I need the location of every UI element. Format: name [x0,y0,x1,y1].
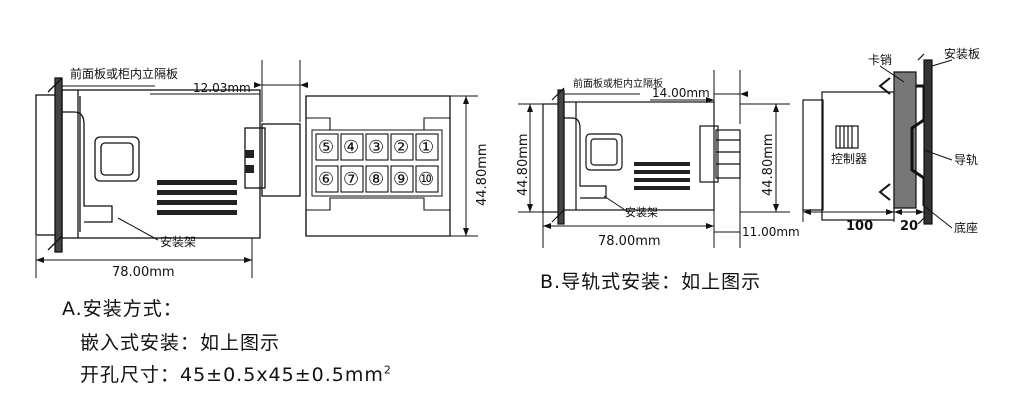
caption-a-cutout-text: 开孔尺寸：45±0.5x45±0.5mm [80,364,384,386]
bracket-clip-b [564,117,607,199]
panel-b-bracket-label: 安装架 [625,205,658,219]
rail-dim-20: 20 [900,219,918,234]
rail-rail-label: 导轨 [954,153,978,167]
terminal-10: ⑩ [418,169,434,190]
terminal-numbers-top: ⑤ ④ ③ ② ① [318,137,434,158]
panel-a-gap-dim-label: 12.03mm [193,81,251,95]
caption-a-embed: 嵌入式安装：如上图示 [80,332,281,354]
vent-slots [157,150,254,215]
panel-b-front-panel-label: 前面板或柜内立隔板 [573,77,663,90]
panel-b-arrowheads [527,91,779,229]
panel-wall [54,77,63,253]
panel-b-height-left-label: 44.80mm [516,133,531,196]
panel-a-height-dim-label: 44.80mm [475,143,490,206]
caption-a-cutout-sup: 2 [383,363,392,377]
rear-block-b [699,125,719,183]
rail-view [802,53,953,229]
controller-bezel [802,99,824,211]
panel-a-bracket-label: 安装架 [160,234,196,249]
rail-dim-100: 100 [846,219,873,234]
front-bezel [35,94,57,236]
panel-a-front-panel-label: 前面板或柜内立隔板 [70,66,178,81]
rail-controller-label: 控制器 [831,152,867,166]
terminal-grid [315,133,439,193]
terminal-1: ① [418,137,434,158]
housing-body-b [563,101,715,211]
rail-pin-label: 卡销 [868,53,892,67]
front-bezel-b [542,103,560,213]
connector-outer-b [585,133,623,171]
terminal-numbers-bottom: ⑥ ⑦ ⑧ ⑨ ⑩ [318,169,434,190]
panel-a-side-view [35,60,301,278]
controller-grid [835,125,859,149]
panel-b-depth-dim-label: 11.00mm [742,225,800,239]
base [893,71,917,209]
terminal-4: ④ [343,137,359,158]
terminal-block [311,129,443,197]
rail-mount-plate-label: 安装板 [944,46,980,61]
panel-b-width-dim-label: 78.00mm [598,234,661,249]
panel-a-rear-arrowheads [463,96,469,236]
mounting-plate [923,59,933,225]
terminal-2: ② [393,137,409,158]
terminal-8: ⑧ [368,169,384,190]
rear-terminals-b [715,129,741,179]
panel-a-arrowheads [36,82,308,263]
rail-base-label: 底座 [954,220,978,235]
panel-a-width-dim-label: 78.00mm [112,265,175,280]
housing-body [61,89,261,239]
caption-a-cutout: 开孔尺寸：45±0.5x45±0.5mm2 [80,360,392,387]
caption-a-title: A.安装方式： [62,298,183,320]
terminal-5: ⑤ [318,137,334,158]
panel-b-height-right-label: 44.80mm [761,133,776,196]
connector-outer [94,136,140,182]
panel-b-gap-dim-label: 14.00mm [652,86,710,100]
panel-wall-b [557,89,565,225]
rear-terminal-housing [261,123,301,197]
terminal-7: ⑦ [343,169,359,190]
connector-inner-b [590,138,618,166]
terminal-6: ⑥ [318,169,334,190]
terminal-3: ③ [368,137,384,158]
panel-a-rear-view [305,95,478,237]
bracket-clip [62,111,113,223]
connector-inner [100,142,134,176]
caption-b: B.导轨式安装：如上图示 [540,271,762,293]
terminal-9: ⑨ [393,169,409,190]
panel-b-vent-slots [634,162,690,190]
rail-arrowheads [803,209,924,215]
panel-b-side-view [518,70,790,248]
